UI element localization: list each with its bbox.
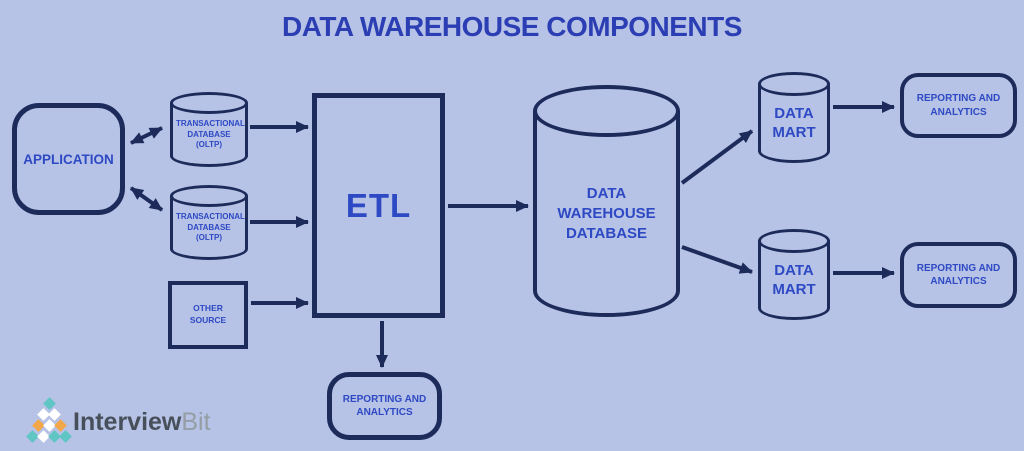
node-transactional-db-1: TRANSACTIONAL DATABASE (OLTP) [170,92,248,167]
node-warehouse-db: DATA WAREHOUSE DATABASE [533,85,680,317]
arrow-application-oltp1 [130,126,163,145]
cylinder-top [758,72,830,96]
logo-text-secondary: Bit [181,408,211,436]
cylinder-top [758,229,830,253]
cylinder-top [170,92,248,114]
logo-text-primary: Interview [73,408,182,436]
cylinder-body [170,196,248,260]
node-reporting-bottom: REPORTING AND ANALYTICS [327,372,442,440]
arrow-application-oltp2 [129,186,164,212]
cylinder-top [170,185,248,207]
interviewbit-logo-text: InterviewBit [73,408,211,437]
arrow-warehouse-to-data-mart-2 [681,245,753,274]
transactional-db-2-label: TRANSACTIONAL DATABASE (OLTP) [176,212,245,243]
node-other-source: OTHER SOURCE [168,281,248,349]
reporting-2-label: REPORTING AND ANALYTICS [916,262,1001,288]
data-mart-1-label: DATA MART [772,104,816,141]
transactional-db-1-label: TRANSACTIONAL DATABASE (OLTP) [176,119,245,150]
cylinder-top [533,85,680,137]
node-transactional-db-2: TRANSACTIONAL DATABASE (OLTP) [170,185,248,260]
data-mart-2-label: DATA MART [772,261,816,298]
node-reporting-2: REPORTING AND ANALYTICS [900,242,1017,308]
etl-label: ETL [345,186,412,224]
node-data-mart-1: DATA MART [758,72,830,163]
warehouse-db-label: DATA WAREHOUSE DATABASE [557,184,656,243]
arrow-warehouse-to-data-mart-1 [680,129,754,185]
page-title: DATA WAREHOUSE COMPONENTS [282,11,742,42]
node-etl: ETL [312,93,445,318]
cylinder-body [758,241,830,320]
other-source-label: OTHER SOURCE [189,303,227,325]
cylinder-body [170,103,248,167]
application-label: APPLICATION [23,151,114,167]
interviewbit-logo-mark-icon [26,397,72,446]
node-data-mart-2: DATA MART [758,229,830,320]
logo-diamond-icon [59,430,72,443]
node-application: APPLICATION [12,103,125,215]
node-reporting-1: REPORTING AND ANALYTICS [900,73,1017,138]
cylinder-body [533,111,680,317]
reporting-bottom-label: REPORTING AND ANALYTICS [342,393,427,419]
reporting-1-label: REPORTING AND ANALYTICS [916,93,1001,118]
cylinder-body [758,84,830,163]
